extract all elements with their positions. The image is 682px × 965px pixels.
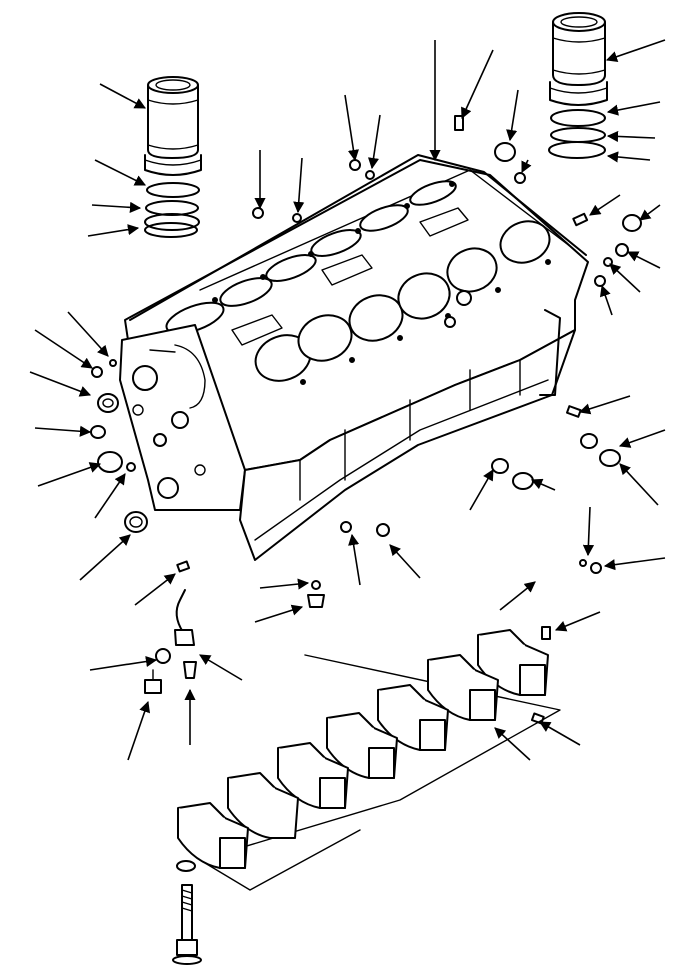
callout-arrow <box>127 700 151 761</box>
callout-arrow <box>609 263 641 293</box>
callout-arrow <box>67 311 109 357</box>
callout-arrow <box>199 654 243 681</box>
callout-arrow <box>34 329 93 369</box>
callout-arrow <box>582 506 595 557</box>
main-bearing-caps <box>177 629 561 891</box>
callout-arrow <box>348 533 361 586</box>
liner-o-rings-left <box>144 182 200 238</box>
callout-arrow <box>578 395 631 415</box>
cylinder-liner-left <box>144 76 202 176</box>
callout-arrow <box>605 39 666 63</box>
bearing-cap <box>477 629 549 696</box>
callout-arrow <box>99 83 146 109</box>
drain-plugs <box>491 433 621 490</box>
callout-arrow <box>506 89 519 142</box>
callout-arrow <box>619 463 659 506</box>
callout-arrow <box>461 49 494 120</box>
callout-arrows <box>29 39 666 761</box>
callout-arrow <box>554 611 601 632</box>
bearing-cap <box>427 654 499 721</box>
bearing-cap <box>377 684 449 751</box>
callout-arrow <box>94 473 126 519</box>
callout-arrow <box>589 194 621 216</box>
bearing-cap <box>227 772 299 839</box>
callout-arrow <box>626 251 661 269</box>
expansion-plugs <box>90 142 642 533</box>
callout-arrow <box>29 371 92 397</box>
callout-arrow <box>639 204 661 221</box>
callout-arrow <box>37 462 102 487</box>
callout-arrow <box>254 604 304 623</box>
callout-arrow <box>94 159 147 186</box>
callout-arrow <box>367 114 381 170</box>
callout-arrow <box>87 224 140 237</box>
liner-o-rings-right <box>548 109 606 159</box>
callout-arrow <box>134 573 176 606</box>
callout-arrow <box>606 101 661 116</box>
callout-arrow <box>603 557 666 571</box>
callout-arrow <box>79 534 131 581</box>
callout-arrow <box>599 284 613 316</box>
callout-arrow <box>389 544 421 579</box>
callout-arrow <box>91 201 142 213</box>
cylinder-liner-right <box>549 12 608 106</box>
bearing-cap <box>177 802 249 869</box>
dipstick-guide-tube <box>174 589 195 646</box>
callout-arrow <box>539 721 581 746</box>
callout-arrow <box>344 94 360 162</box>
callout-arrow <box>521 159 532 174</box>
callout-arrow <box>494 727 531 761</box>
callout-arrow <box>499 581 536 611</box>
callout-arrow <box>293 157 305 214</box>
callout-arrow <box>34 425 92 437</box>
bearing-cap <box>326 712 398 779</box>
main-cap-bolt <box>172 860 202 965</box>
callout-arrow <box>606 130 656 143</box>
callout-arrow <box>618 429 666 448</box>
callout-arrow <box>259 578 310 590</box>
bearing-cap <box>277 742 349 809</box>
callout-arrow <box>530 478 556 491</box>
callout-arrow <box>606 151 651 163</box>
cylinder-block <box>119 154 589 561</box>
callout-arrow <box>89 655 158 671</box>
callout-arrow <box>469 469 494 511</box>
